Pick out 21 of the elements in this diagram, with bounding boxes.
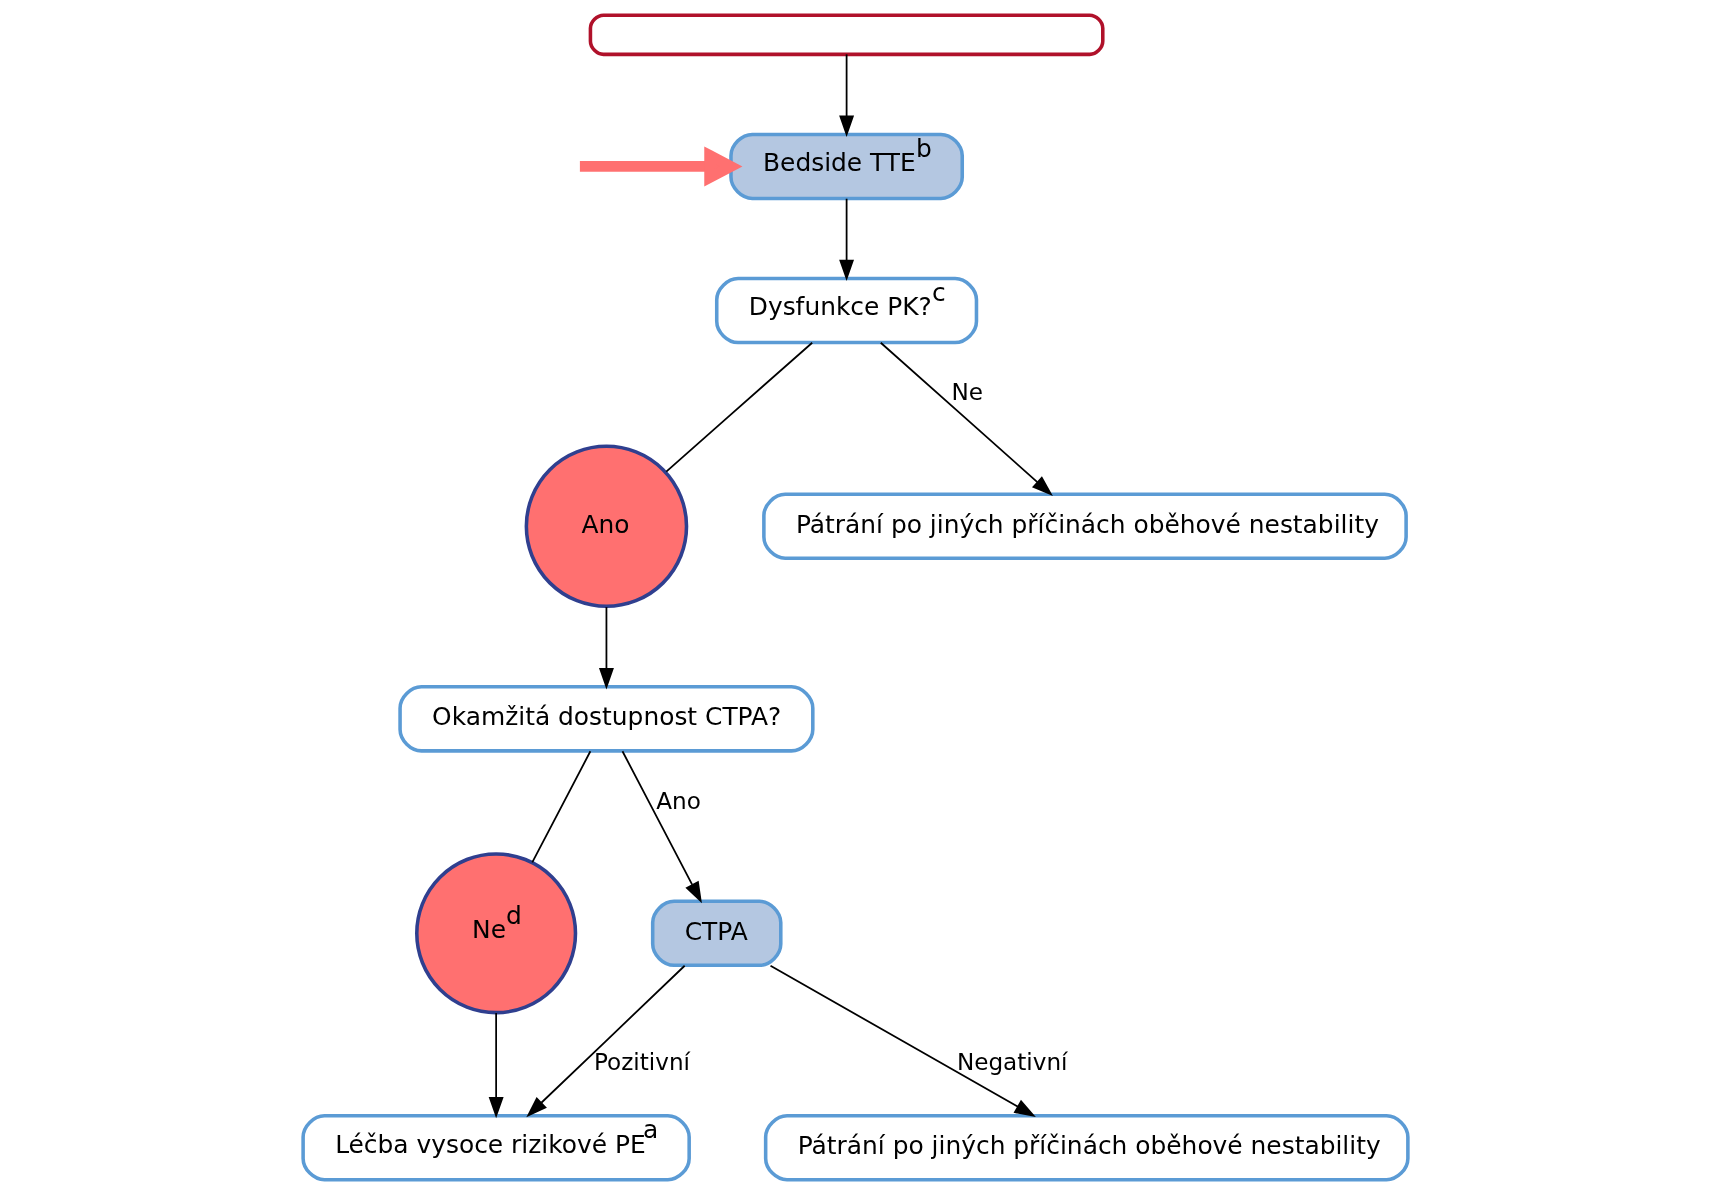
- node-box: Pátrání po jiných příčinách oběhové nestability: [763, 1113, 1410, 1182]
- node-box: Okamžitá dostupnost CTPA?: [398, 685, 815, 753]
- edge-label: Pozitivní: [593, 1049, 691, 1076]
- connector: [665, 341, 814, 473]
- arrow: [598, 606, 614, 690]
- arrow: [579, 146, 743, 187]
- edge-label: Ne: [951, 379, 984, 406]
- arrow: [879, 341, 1053, 496]
- connector: [531, 750, 592, 864]
- arrow: [526, 964, 686, 1118]
- arrow: [621, 750, 702, 904]
- node-box: CTPA: [650, 899, 783, 968]
- arrow: [839, 53, 855, 137]
- arrow: [839, 197, 855, 282]
- node-circle: Ano: [524, 444, 689, 609]
- arrow: [488, 1012, 504, 1119]
- edge-label: Ano: [656, 787, 701, 814]
- edge-label: Negativní: [956, 1049, 1068, 1076]
- arrow: [769, 964, 1036, 1117]
- node-box: Pátrání po jiných příčinách oběhové nestability: [762, 492, 1408, 561]
- node-box: [588, 13, 1105, 57]
